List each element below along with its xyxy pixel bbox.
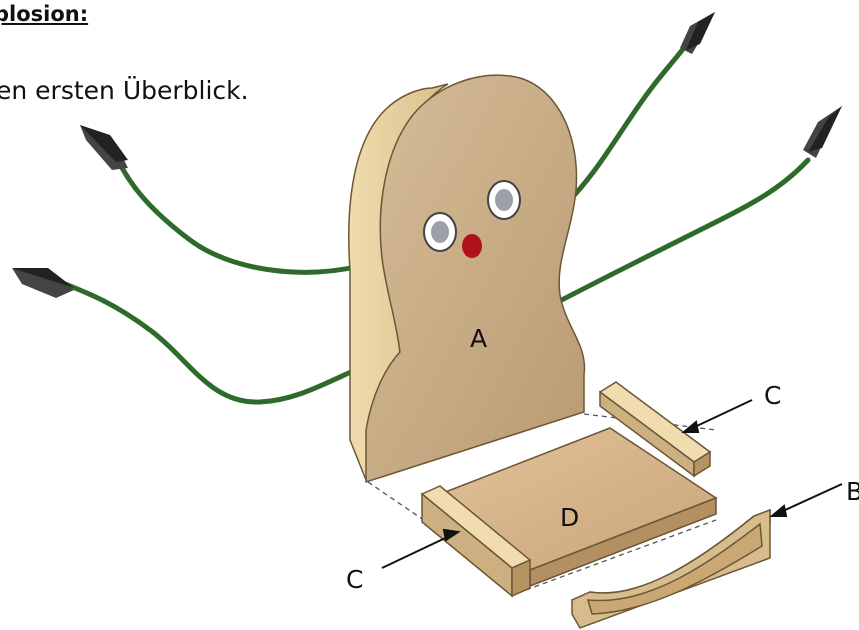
label-d: D xyxy=(560,503,579,532)
body-piece-a xyxy=(349,75,585,482)
wire-right-upper xyxy=(565,40,690,205)
clip-left xyxy=(12,268,74,298)
clip-right xyxy=(803,106,842,158)
wire-right-lower xyxy=(552,160,808,305)
label-c-right: C xyxy=(764,381,781,410)
label-c-left: C xyxy=(346,565,363,594)
label-a: A xyxy=(470,324,487,353)
clip-top-right xyxy=(680,12,715,54)
nose xyxy=(462,234,482,258)
wire-left-lower xyxy=(50,278,378,402)
body-face xyxy=(366,75,584,482)
wire-left-upper xyxy=(118,160,360,272)
clip-top-left xyxy=(80,125,128,170)
label-b: B xyxy=(846,477,859,506)
